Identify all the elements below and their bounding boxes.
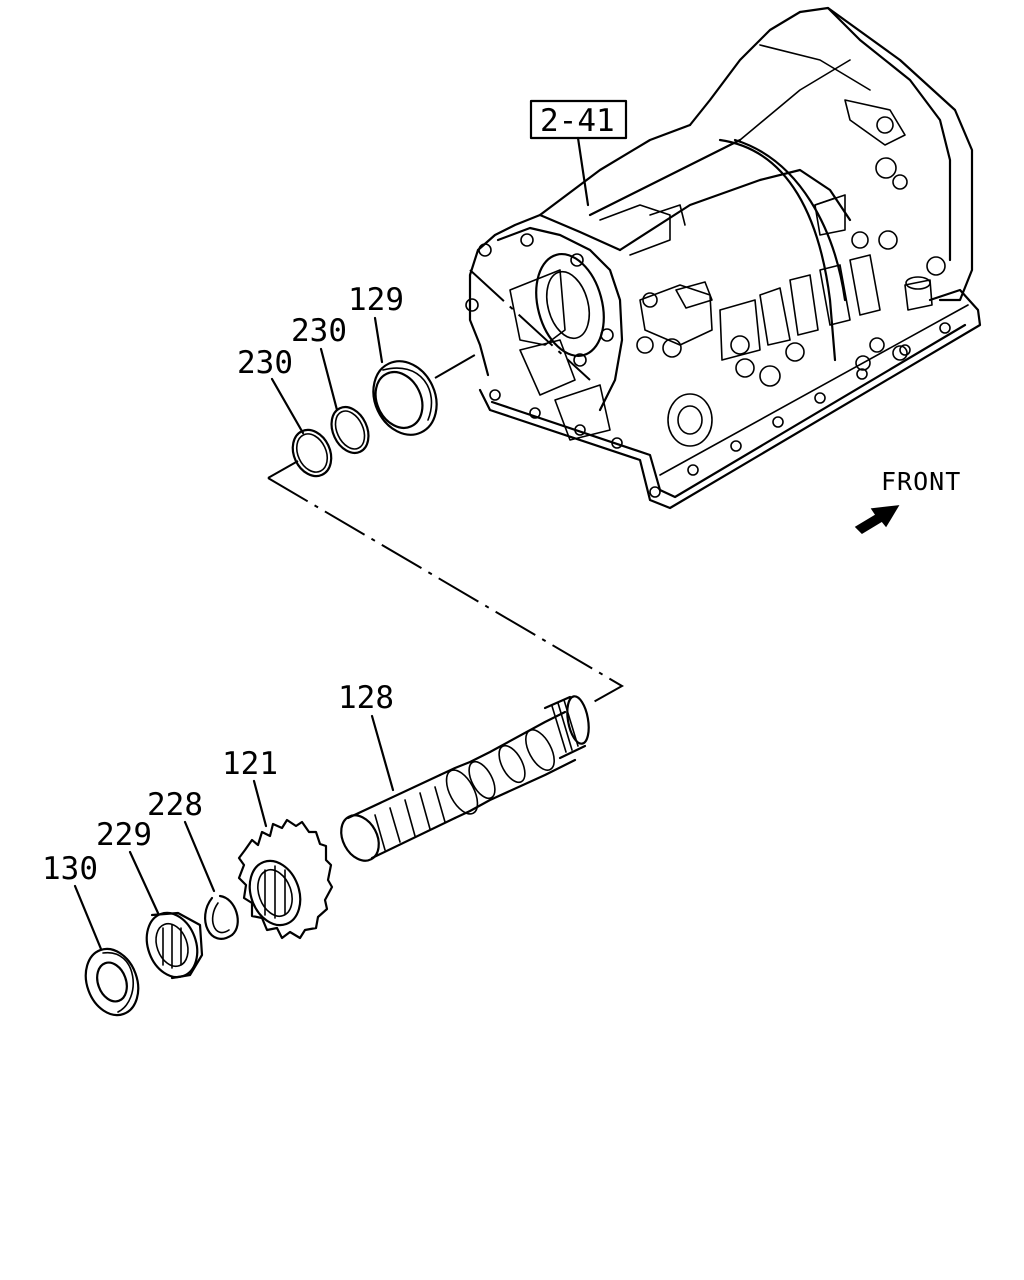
front-indicator: FRONT xyxy=(854,467,961,534)
label-130: 130 xyxy=(42,851,98,887)
label-128: 128 xyxy=(338,680,394,716)
label-228: 228 xyxy=(147,787,203,823)
front-arrow-icon xyxy=(854,505,900,534)
part-121-gear xyxy=(237,818,334,940)
label-230-upper: 230 xyxy=(291,313,347,349)
transmission-housing xyxy=(465,6,982,510)
part-128-shaft xyxy=(340,695,590,862)
label-121: 121 xyxy=(222,746,278,782)
part-129-seal xyxy=(372,360,438,436)
front-label: FRONT xyxy=(881,467,961,496)
reference-box-label: 2-41 xyxy=(540,103,615,139)
part-230-ring-a xyxy=(330,405,370,455)
part-labels: 129 230 230 128 121 228 229 130 xyxy=(42,282,404,887)
label-129: 129 xyxy=(348,282,404,318)
part-230-ring-b xyxy=(291,428,333,478)
part-228-snap-ring xyxy=(204,894,239,940)
label-230-lower: 230 xyxy=(237,345,293,381)
label-229: 229 xyxy=(96,817,152,853)
assembly-centerline xyxy=(267,351,625,706)
reference-box: 2-41 xyxy=(529,99,628,207)
part-130-washer xyxy=(84,947,140,1017)
part-229-bearing xyxy=(145,911,204,980)
leader-lines xyxy=(73,316,395,951)
